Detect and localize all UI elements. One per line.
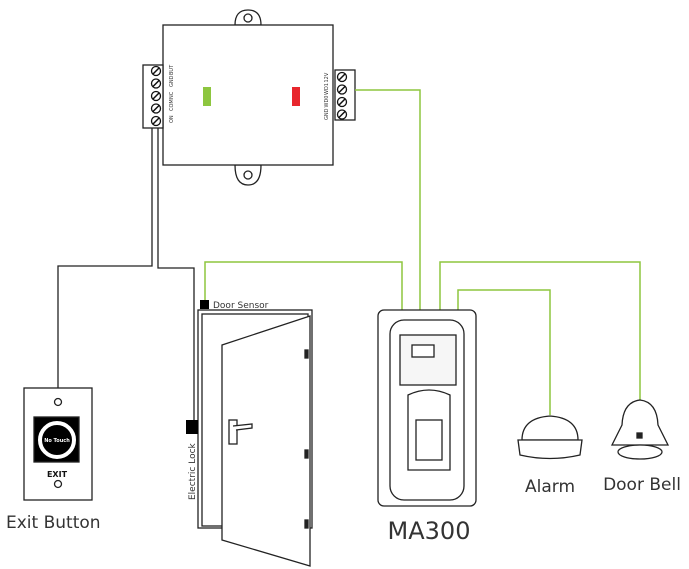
terminal-label: WD0 — [324, 96, 330, 108]
door-sensor — [200, 300, 209, 309]
door — [197, 309, 313, 567]
terminal-label: COM — [169, 99, 175, 111]
terminal-label: NC — [169, 91, 175, 99]
terminal-label: WD1 — [324, 83, 330, 95]
electric-lock — [186, 420, 198, 434]
alarm-label: Alarm — [525, 477, 575, 497]
door-bell-label: Door Bell — [603, 475, 681, 495]
left-terminal-screws — [150, 65, 162, 127]
terminal-label: 12V — [324, 72, 330, 82]
door-sensor-label: Door Sensor — [213, 301, 269, 311]
green-wires — [204, 89, 641, 415]
exit-button-device — [23, 387, 93, 501]
terminal-label: BUT — [169, 64, 175, 75]
electric-lock-label: Electric Lock — [188, 442, 198, 500]
door-bell-device — [610, 399, 670, 460]
right-terminal-screws — [336, 71, 348, 120]
green-led — [203, 87, 211, 106]
alarm-device — [517, 415, 583, 460]
black-wires — [57, 128, 195, 420]
red-led — [292, 87, 300, 106]
ma300-label: MA300 — [388, 517, 471, 545]
terminal-label: ON — [169, 115, 175, 123]
no-touch-text: No Touch — [44, 438, 70, 444]
terminal-label: GND — [324, 108, 330, 120]
exit-button-label: Exit Button — [6, 513, 101, 533]
terminal-label: GND — [169, 75, 175, 87]
exit-text: EXIT — [47, 470, 68, 479]
ma300-device — [377, 309, 477, 507]
